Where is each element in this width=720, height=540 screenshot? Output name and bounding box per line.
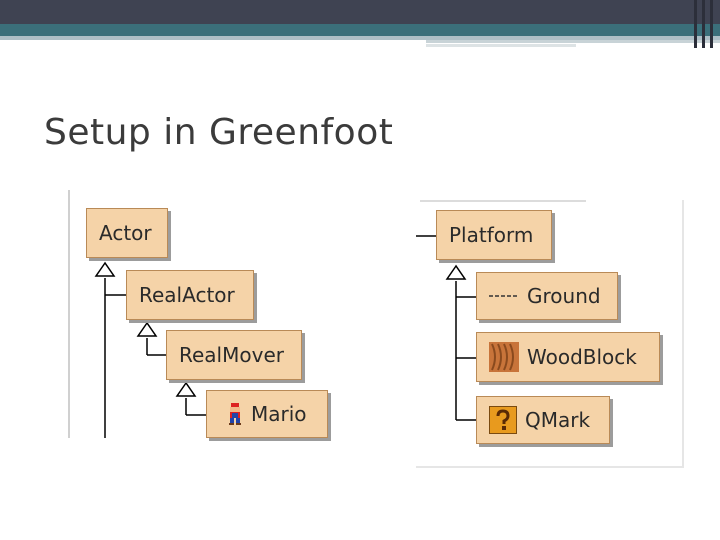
class-box-realactor[interactable]: RealActor — [126, 270, 254, 320]
class-label: Mario — [251, 402, 307, 426]
class-box-actor[interactable]: Actor — [86, 208, 168, 258]
slide-title: Setup in Greenfoot — [44, 112, 394, 153]
right-panel-top-border — [420, 200, 586, 202]
class-label: Ground — [527, 284, 601, 308]
dashed-line-icon — [489, 295, 519, 297]
class-box-woodblock[interactable]: WoodBlock — [476, 332, 660, 382]
class-label: RealActor — [139, 283, 235, 307]
header-stripe-short — [426, 40, 720, 43]
question-block-icon — [489, 406, 517, 434]
header-corner-lines — [690, 0, 720, 48]
class-label: Actor — [99, 221, 152, 245]
header-bar — [0, 0, 720, 24]
class-label: Platform — [449, 223, 534, 247]
header-stripe — [0, 36, 720, 40]
class-box-ground[interactable]: Ground — [476, 272, 618, 320]
class-box-mario[interactable]: Mario — [206, 390, 328, 438]
wood-texture-icon — [489, 342, 519, 372]
class-label: QMark — [525, 408, 591, 432]
class-box-platform[interactable]: Platform — [436, 210, 552, 260]
mario-icon — [229, 403, 241, 425]
class-label: RealMover — [179, 343, 284, 367]
class-box-realmover[interactable]: RealMover — [166, 330, 302, 380]
header-accent-bar — [0, 24, 720, 36]
header-stripe-shorter — [426, 44, 576, 47]
class-label: WoodBlock — [527, 345, 637, 369]
class-box-qmark[interactable]: QMark — [476, 396, 610, 444]
